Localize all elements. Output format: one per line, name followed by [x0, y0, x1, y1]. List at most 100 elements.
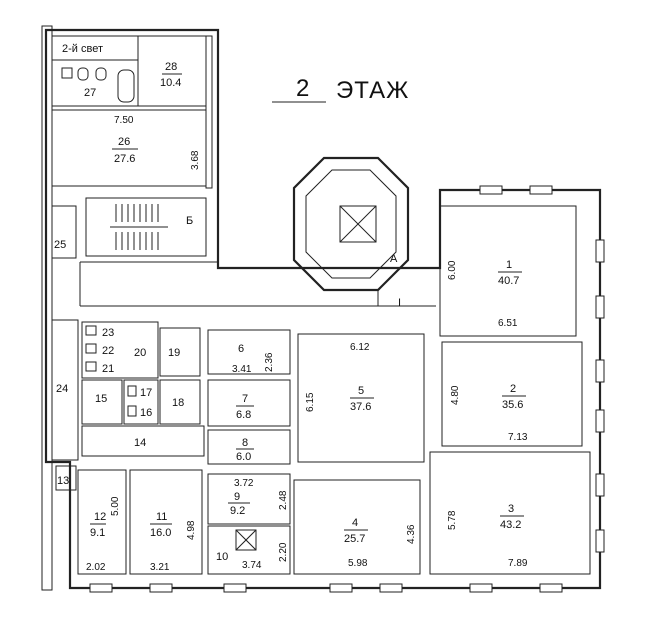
room-4-area: 25.7: [344, 533, 365, 545]
room-10: [207, 525, 291, 575]
toilet-icon: [85, 343, 97, 354]
stair-b: [85, 197, 207, 257]
dim-4-98: 4.98: [186, 520, 197, 540]
room-25-number: 25: [54, 239, 66, 251]
room-6-number: 6: [238, 343, 244, 355]
toilet-icon: [127, 385, 137, 397]
room-12-number: 12: [94, 511, 106, 523]
room-2-area: 35.6: [502, 399, 523, 411]
room-13: [55, 465, 77, 491]
dim-2-48: 2.48: [278, 490, 289, 510]
room-5-number: 5: [358, 385, 364, 397]
dim-5-98: 5.98: [348, 558, 368, 569]
dim-6-00: 6.00: [447, 260, 458, 280]
room-6: [207, 329, 291, 375]
dim-5-00: 5.00: [110, 496, 121, 516]
room-28-area: 10.4: [160, 77, 181, 89]
room-3-number: 3: [508, 503, 514, 515]
room-12: [77, 469, 127, 575]
room-8-number: 8: [242, 437, 248, 449]
room-7: [207, 379, 291, 427]
dim-7-13: 7.13: [508, 432, 528, 443]
dim-4-80: 4.80: [450, 385, 461, 405]
stair-b-label: Б: [186, 215, 193, 227]
dim-6-15: 6.15: [305, 392, 316, 412]
room-15: [81, 379, 123, 425]
room-27-number: 27: [84, 87, 96, 99]
room-16-number: 16: [140, 407, 152, 419]
room-13-number: 13: [57, 475, 69, 487]
room-4-number: 4: [352, 517, 358, 529]
room-9-area: 9.2: [230, 505, 245, 517]
dim-4-36: 4.36: [406, 524, 417, 544]
room-28: [137, 35, 207, 107]
dim-2-20: 2.20: [278, 542, 289, 562]
dim-7-50: 7.50: [114, 115, 134, 126]
dim-7-89: 7.89: [508, 558, 528, 569]
room-26-number: 26: [118, 136, 130, 148]
room-20-number: 20: [134, 347, 146, 359]
dim-3-21: 3.21: [150, 562, 170, 573]
room-19: [159, 327, 201, 377]
dim-3-72: 3.72: [234, 478, 254, 489]
room-12-area: 9.1: [90, 527, 105, 539]
room-21-number: 21: [102, 363, 114, 375]
room-11-number: 11: [156, 511, 167, 523]
dim-2-36: 2.36: [264, 352, 275, 372]
room-2: [441, 341, 583, 447]
elevator-shaft: [339, 205, 377, 243]
section-i-label: I: [398, 297, 401, 309]
room-26-area: 27.6: [114, 153, 135, 165]
room-14-number: 14: [134, 437, 146, 449]
room-24: [51, 319, 79, 461]
room-27: [51, 59, 139, 107]
room-11-area: 16.0: [150, 527, 171, 539]
stair-b-steps: [110, 204, 168, 250]
second-light-label: 2-й свет: [62, 43, 103, 55]
room-18: [159, 379, 201, 425]
dim-3-68: 3.68: [190, 150, 201, 170]
room-1-number: 1: [506, 259, 512, 271]
room-25: [51, 205, 77, 259]
room-8-area: 6.0: [236, 451, 251, 463]
room-19-number: 19: [168, 347, 180, 359]
room-8: [207, 429, 291, 465]
room-4: [293, 479, 421, 575]
room-17-number: 17: [140, 387, 152, 399]
left-wing-right-wall: [205, 35, 213, 189]
room-18-number: 18: [172, 397, 184, 409]
room-7-area: 6.8: [236, 409, 251, 421]
toilet-icon: [85, 325, 97, 336]
toilet-icon: [85, 361, 97, 372]
room-5-area: 37.6: [350, 401, 371, 413]
lift-icon: [235, 529, 257, 551]
room-9: [207, 473, 291, 525]
dim-3-74: 3.74: [242, 560, 262, 571]
stair-a-label: А: [390, 253, 398, 265]
room-11: [129, 469, 203, 575]
room-7-number: 7: [242, 393, 248, 405]
dim-2-02: 2.02: [86, 562, 106, 573]
sink-icon: [61, 67, 73, 79]
toilet-icon: [127, 405, 137, 417]
stair-a-octagon: [292, 156, 410, 292]
room-28-number: 28: [165, 61, 177, 73]
outer-wall: [44, 28, 602, 590]
room-22-number: 22: [102, 345, 114, 357]
room-9-number: 9: [234, 491, 240, 503]
floor-word: ЭТАЖ: [336, 77, 409, 104]
room-1-area: 40.7: [498, 275, 519, 287]
toilet-icon: [95, 67, 107, 81]
room-24-number: 24: [56, 383, 68, 395]
left-outer-strip: [41, 25, 53, 591]
floor-number: 2: [296, 75, 310, 102]
room-2-number: 2: [510, 383, 516, 395]
room-3-area: 43.2: [500, 519, 521, 531]
room-15-number: 15: [95, 393, 107, 405]
room-5: [297, 333, 425, 463]
room-1: [439, 205, 577, 337]
room-3: [429, 451, 591, 575]
dim-5-78: 5.78: [447, 510, 458, 530]
dim-6-51: 6.51: [498, 318, 518, 329]
